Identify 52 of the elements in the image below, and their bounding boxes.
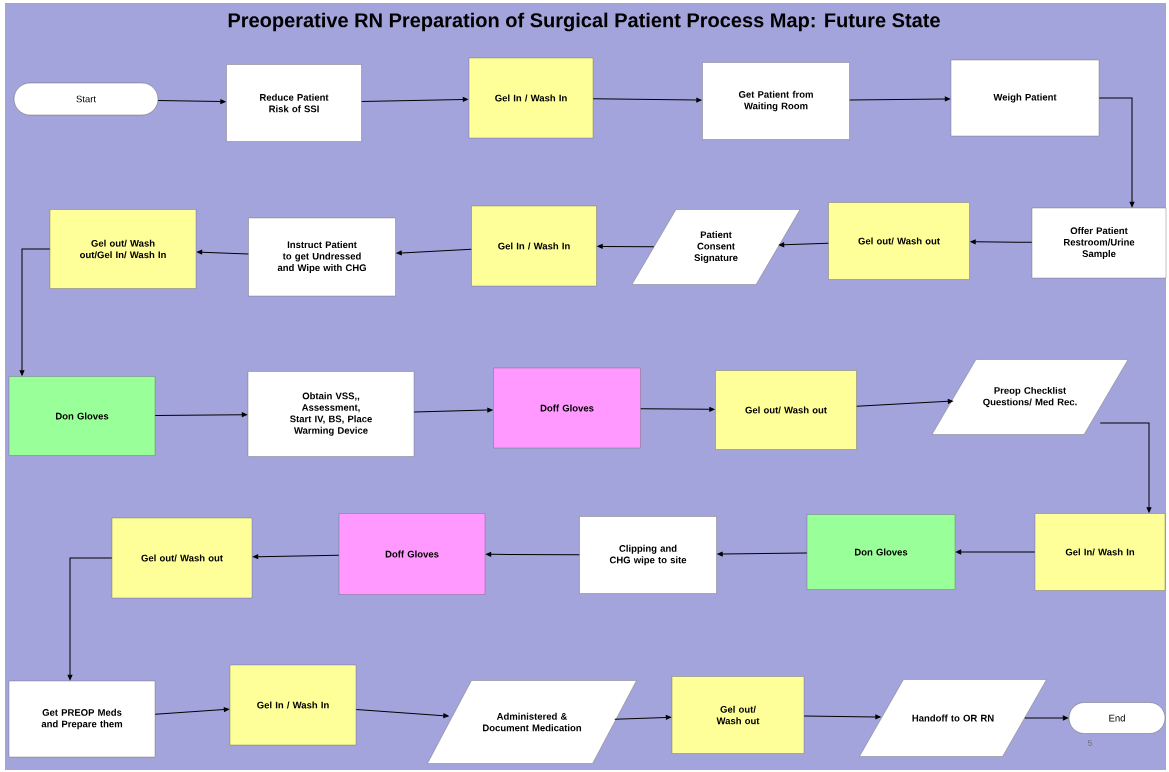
arrow xyxy=(1024,715,1068,721)
process-box: Clipping and CHG wipe to site xyxy=(579,516,717,594)
process-box: Gel In / Wash In xyxy=(468,57,594,139)
arrow xyxy=(849,96,950,102)
data-parallelogram: Handoff to OR RN xyxy=(859,679,1047,757)
arrow xyxy=(361,97,468,103)
title: Preoperative RN Preparation of Surgical Patient Process Map: Future State xyxy=(228,12,940,32)
arrow xyxy=(413,407,493,413)
process-box: Gel out/ Wash out xyxy=(671,676,805,754)
process-box: Offer Patient Restroom/Urine Sample xyxy=(1031,207,1167,279)
arrow xyxy=(197,249,249,255)
process-box: Gel In / Wash In xyxy=(229,664,357,746)
process-box: Don Gloves xyxy=(8,376,156,456)
process-box: Instruct Patient to get Undressed and Wipe with CHG xyxy=(248,217,396,297)
process-box: Gel out/ Wash out xyxy=(715,370,857,450)
process-box: Gel out/ Wash out/Gel In/ Wash In xyxy=(49,209,197,289)
arrow xyxy=(19,248,51,376)
arrow xyxy=(614,715,671,720)
process-box: Gel out/ Wash out xyxy=(111,517,253,599)
process-box: Don Gloves xyxy=(806,514,956,590)
arrow xyxy=(486,551,580,557)
arrow xyxy=(1098,97,1135,207)
arrow xyxy=(803,714,881,720)
arrow xyxy=(779,242,829,248)
arrow xyxy=(717,551,808,557)
process-box: Gel In / Wash In xyxy=(471,205,597,287)
arrow xyxy=(640,406,715,412)
arrow xyxy=(970,239,1033,245)
data-parallelogram: Preop Checklist Questions/ Med Rec. xyxy=(931,359,1129,435)
process-box: Doff Gloves xyxy=(493,367,641,449)
arrow xyxy=(253,554,340,560)
arrow xyxy=(157,99,226,104)
arrow xyxy=(597,244,655,249)
process-box: Get Patient from Waiting Room xyxy=(702,62,850,140)
arrow xyxy=(355,709,449,719)
arrow xyxy=(592,97,702,103)
process-box: Obtain VSS,, Assessment, Start IV, BS, Place Warming Device xyxy=(247,371,415,457)
arrow xyxy=(67,557,113,680)
process-box: Weigh Patient xyxy=(950,59,1100,137)
arrow xyxy=(396,248,472,256)
process-box: Reduce Patient Risk of SSI xyxy=(226,64,362,142)
arrow xyxy=(856,399,953,407)
arrow xyxy=(154,707,229,715)
data-parallelogram: Administered & Document Medication xyxy=(427,680,637,764)
process-box: Gel In/ Wash In xyxy=(1034,513,1166,591)
process-box: Gel out/ Wash out xyxy=(828,202,970,280)
data-parallelogram: Patient Consent Signature xyxy=(631,209,801,285)
arrow xyxy=(956,549,1036,555)
arrow xyxy=(1099,422,1152,513)
process-box: Get PREOP Meds and Prepare them xyxy=(8,680,156,758)
process-box: Doff Gloves xyxy=(338,513,486,595)
arrow xyxy=(154,412,247,418)
